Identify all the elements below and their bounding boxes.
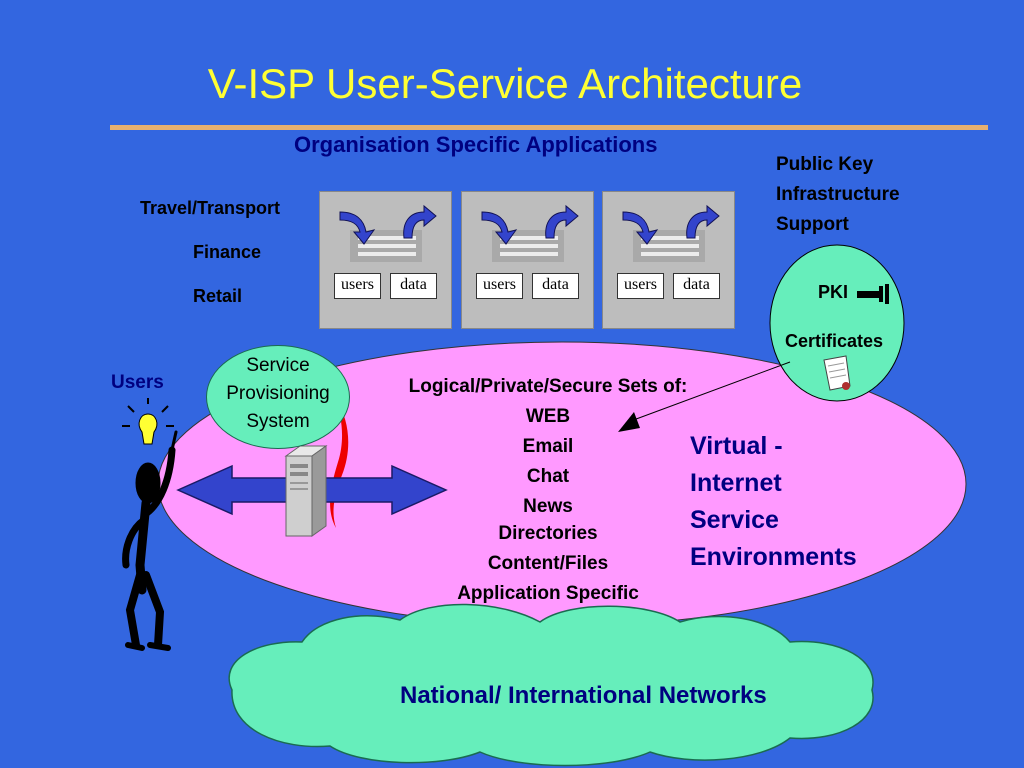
- pki-label: PKI: [818, 282, 849, 302]
- venv-line: Environments: [690, 543, 857, 571]
- pki-support-label: Public Key Infrastructure Support: [776, 150, 900, 240]
- service-item: Directories: [498, 523, 598, 544]
- org-applications-heading: Organisation Specific Applications: [294, 132, 658, 157]
- title-divider: [110, 125, 988, 130]
- users-tag: users: [334, 273, 381, 299]
- pki-support-line: Support: [776, 214, 849, 235]
- pki-pointer-arrowhead: [618, 412, 640, 432]
- services-list: Logical/Private/Secure Sets of: WEB Emai…: [388, 372, 708, 609]
- pki-pointer-line: [627, 361, 791, 423]
- sps-line: Provisioning: [226, 383, 330, 404]
- pki-support-line: Public Key: [776, 154, 874, 175]
- lightbulb-icon: [122, 398, 174, 445]
- service-item: Email: [522, 436, 574, 457]
- server-icon: [284, 445, 328, 537]
- service-item: Chat: [526, 466, 570, 487]
- venv-line: Virtual -: [690, 432, 783, 460]
- data-tag: data: [673, 273, 720, 299]
- users-tag: users: [476, 273, 523, 299]
- network-cloud: [228, 603, 874, 767]
- service-item: Content/Files: [487, 553, 609, 574]
- sector-finance: Finance: [193, 242, 262, 262]
- users-label: Users: [111, 372, 164, 393]
- certificate-icon: [823, 355, 851, 391]
- application-box: users data: [319, 191, 452, 329]
- application-box: users data: [602, 191, 735, 329]
- venv-line: Service: [690, 506, 779, 534]
- service-item: WEB: [525, 406, 571, 427]
- sector-retail: Retail: [193, 286, 243, 306]
- sps-line: Service: [246, 355, 310, 376]
- virtual-environments-label: Virtual - Internet Service Environments: [690, 428, 857, 576]
- sector-travel-transport: Travel/Transport: [140, 198, 281, 218]
- service-item: News: [523, 496, 573, 517]
- pki-circle: [769, 244, 905, 402]
- certificates-label: Certificates: [785, 331, 884, 351]
- pki-support-line: Infrastructure: [776, 184, 900, 205]
- slide-title: V-ISP User-Service Architecture: [207, 60, 803, 107]
- service-item: Application Specific: [457, 583, 639, 604]
- data-tag: data: [390, 273, 437, 299]
- app-flow-graphic: [481, 204, 579, 262]
- key-icon: [857, 284, 889, 304]
- users-tag: users: [617, 273, 664, 299]
- app-flow-graphic: [622, 204, 720, 262]
- app-flow-graphic: [339, 204, 437, 262]
- sps-line: System: [246, 411, 310, 432]
- user-stick-figure: [122, 430, 178, 651]
- application-box: users data: [461, 191, 594, 329]
- data-tag: data: [532, 273, 579, 299]
- network-label: National/ International Networks: [400, 682, 767, 709]
- venv-line: Internet: [690, 469, 782, 497]
- service-provisioning-system: Service Provisioning System: [206, 345, 350, 449]
- services-heading: Logical/Private/Secure Sets of:: [408, 376, 688, 397]
